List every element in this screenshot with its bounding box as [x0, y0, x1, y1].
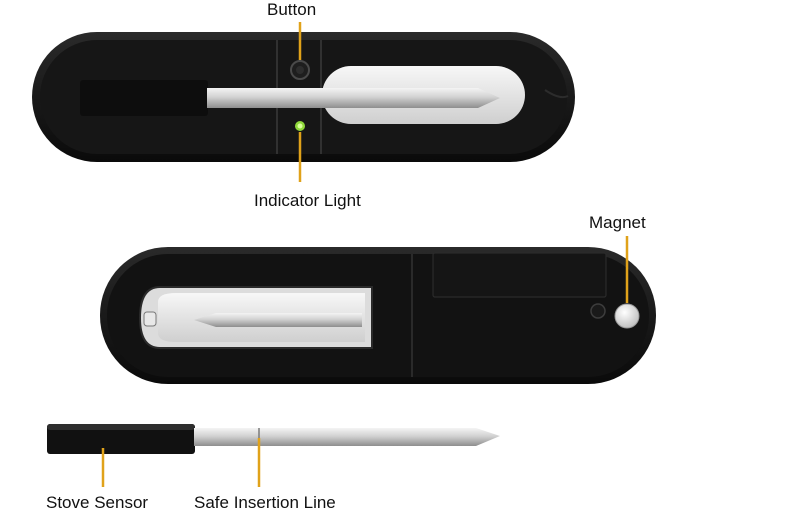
top-probe-shaft [207, 88, 500, 108]
middle-case-screw [590, 303, 606, 319]
magnet-label: Magnet [589, 213, 646, 232]
middle-case-panel [432, 252, 607, 298]
leader-lines [101, 22, 629, 487]
middle-probe-shaft [194, 313, 362, 327]
stove-sensor-label: Stove Sensor [46, 493, 149, 512]
stove-sensor-handle [47, 424, 195, 454]
safe-insertion-line-label: Safe Insertion Line [194, 493, 336, 512]
loose-probe [47, 424, 500, 454]
button-label: Button [267, 0, 317, 19]
middle-case [100, 247, 656, 384]
top-probe-handle [80, 80, 208, 116]
top-case [32, 32, 575, 162]
indicator-light-label: Indicator Light [254, 191, 361, 210]
magnet [614, 303, 640, 329]
loose-probe-shaft [194, 428, 500, 446]
